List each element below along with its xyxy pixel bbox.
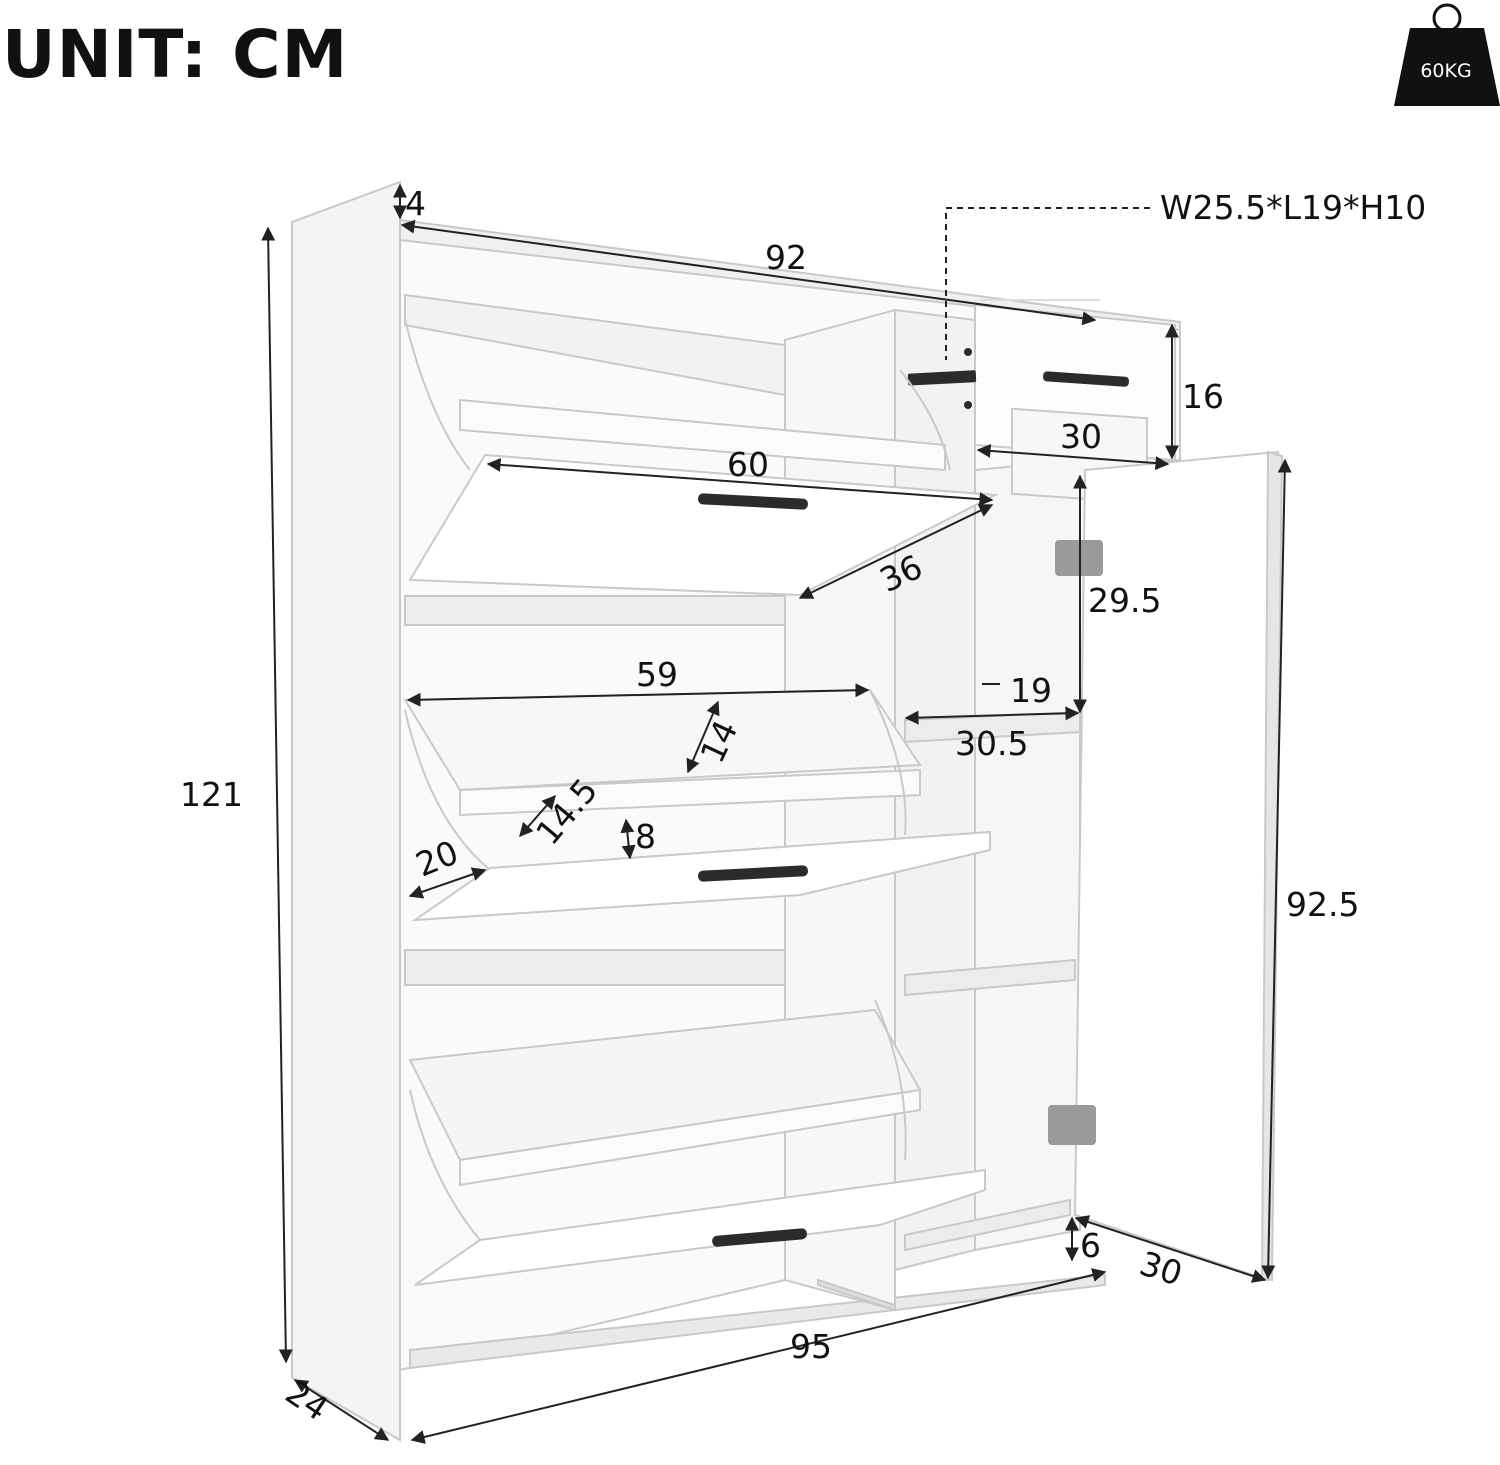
dim-top-width: 92 (765, 238, 807, 277)
dimension-lines (261, 183, 1292, 1444)
unit-title: UNIT: CM (2, 16, 349, 93)
dim-total-width: 95 (790, 1327, 832, 1366)
dim-door-upper-space: 29.5 (1088, 581, 1162, 620)
weight-badge-icon (1394, 3, 1500, 106)
drawer-slide (907, 348, 977, 409)
dim-plinth-height: 6 (1080, 1226, 1101, 1265)
weight-capacity: 60KG (1420, 60, 1472, 82)
dim-drawer-width: 30 (1060, 417, 1102, 456)
dim-flap-top-width: 60 (727, 445, 769, 484)
drawer-spec-label: W25.5*L19*H10 (1160, 188, 1427, 227)
dim-shelf-width: 30.5 (955, 724, 1029, 763)
dim-flap-mid-width: 59 (636, 655, 678, 694)
dim-drawer-height: 16 (1182, 377, 1224, 416)
dim-top-thickness: 4 (405, 184, 426, 223)
dim-shelf-depth: 19 (1010, 671, 1052, 710)
dim-door-height: 92.5 (1286, 885, 1360, 924)
flip-tray-bottom (408, 999, 986, 1286)
cabinet-door (1073, 450, 1284, 1282)
dim-total-height: 121 (180, 775, 243, 814)
dim-flap-gap: 8 (635, 817, 656, 856)
drawer-handle (1043, 371, 1129, 387)
